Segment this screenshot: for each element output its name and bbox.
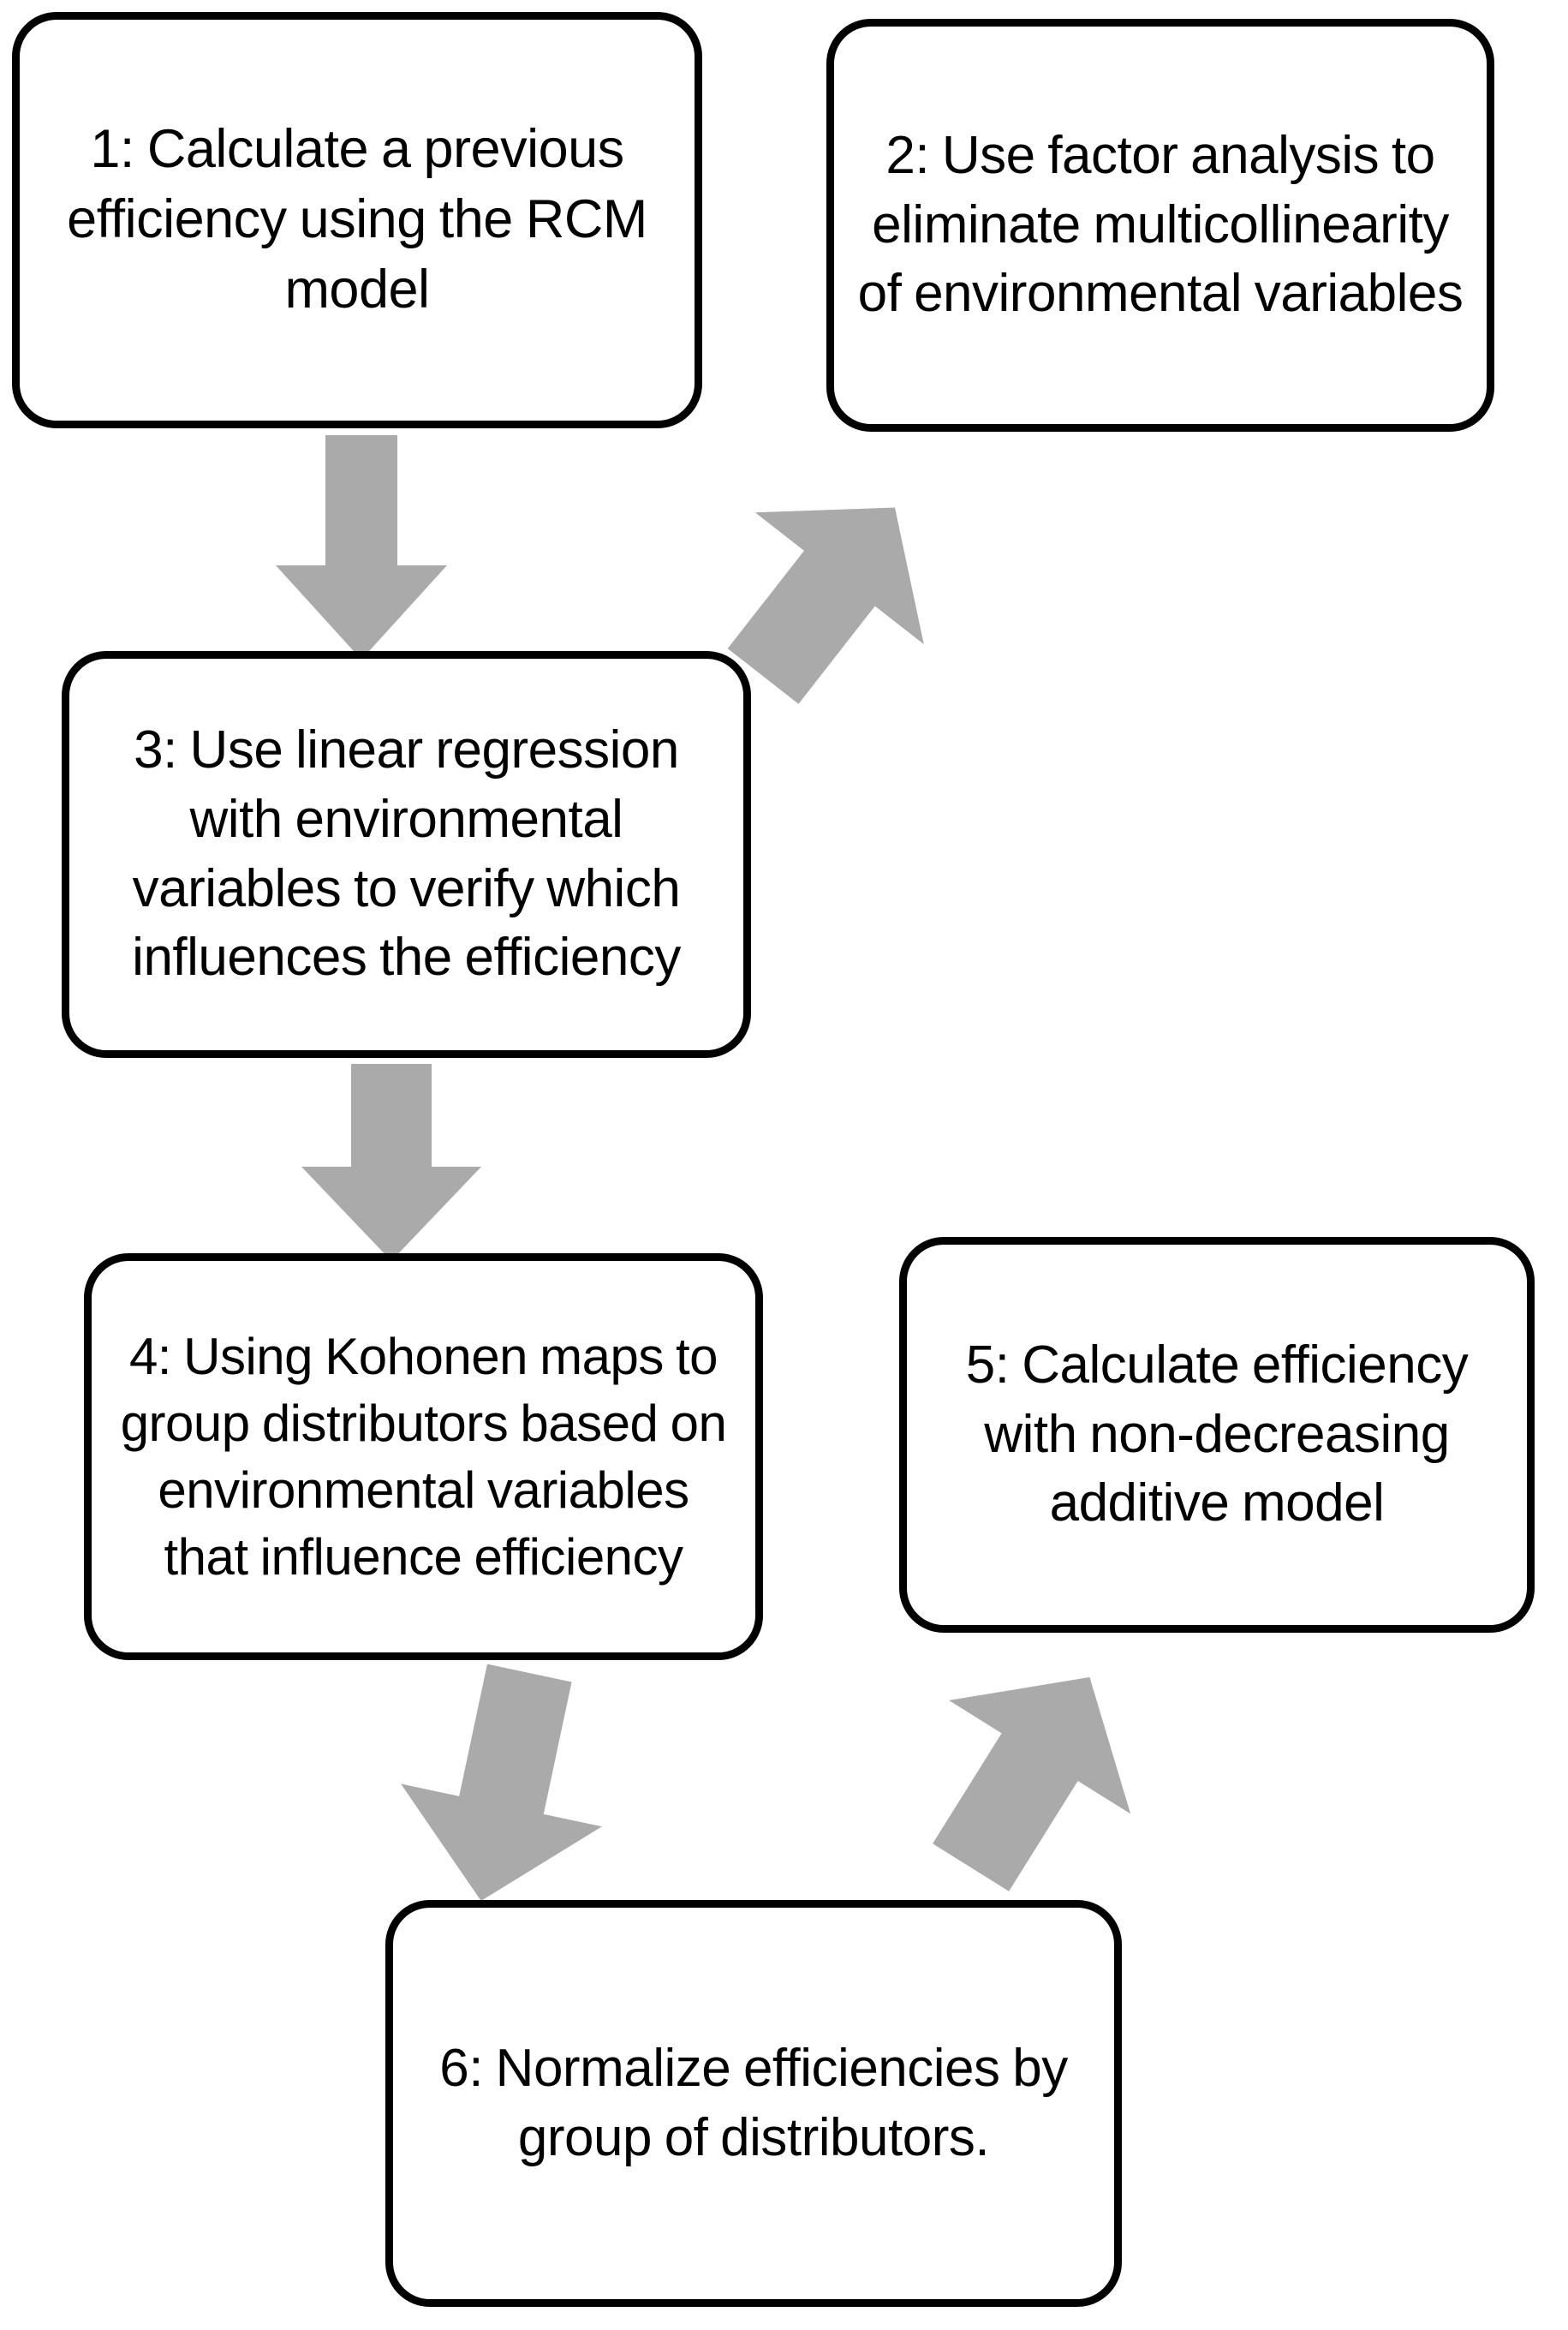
flowchart-node-6[interactable]: 6: Normalize efficiencies by group of di… xyxy=(385,1900,1122,2307)
flowchart-node-2[interactable]: 2: Use factor analysis to eliminate mult… xyxy=(826,19,1494,432)
flowchart-node-1[interactable]: 1: Calculate a previous efficiency using… xyxy=(12,12,702,428)
flowchart-node-4-label: 4: Using Kohonen maps to group distribut… xyxy=(120,1327,727,1586)
arrow-down-icon-node1-to-node3 xyxy=(276,435,447,660)
arrow-down-icon-node3-to-node4 xyxy=(301,1064,481,1261)
flowchart-node-1-label: 1: Calculate a previous efficiency using… xyxy=(67,119,647,320)
flowchart-node-5-label: 5: Calculate efficiency with non-decreas… xyxy=(965,1335,1469,1533)
flowchart-node-3[interactable]: 3: Use linear regression with environmen… xyxy=(62,651,751,1058)
flowchart-node-4[interactable]: 4: Using Kohonen maps to group distribut… xyxy=(84,1253,763,1660)
flowchart-node-2-label: 2: Use factor analysis to eliminate mult… xyxy=(857,126,1464,324)
flowchart-node-3-label: 3: Use linear regression with environmen… xyxy=(132,720,681,988)
flowchart-node-5[interactable]: 5: Calculate efficiency with non-decreas… xyxy=(899,1237,1535,1633)
flowchart-node-6-label: 6: Normalize efficiencies by group of di… xyxy=(439,2038,1068,2167)
arrow-down-left-icon-node5-to-node6 xyxy=(880,1621,1181,1925)
arrow-down-right-icon-node4-to-node6 xyxy=(380,1652,629,1922)
